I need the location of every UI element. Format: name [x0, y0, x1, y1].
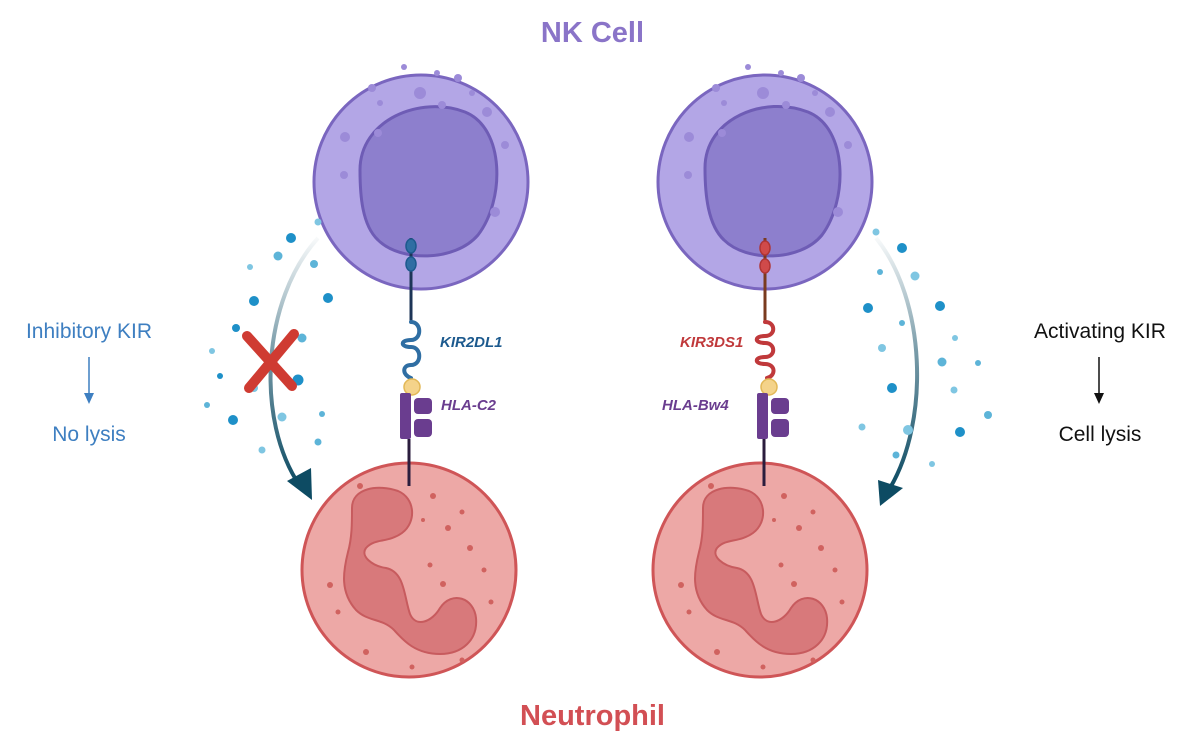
inhibitory-kir-label: Inhibitory KIR: [25, 320, 153, 343]
granule-dots-right: [858, 228, 992, 467]
neutrophil-title: Neutrophil: [520, 700, 665, 732]
neutrophil-granules-left: [327, 483, 494, 670]
right-panel: [651, 64, 1104, 679]
activating-down-arrow: [1094, 357, 1104, 404]
cell-lysis-label: Cell lysis: [1058, 423, 1142, 446]
neutrophil-granules-right: [678, 483, 845, 670]
left-panel: [84, 64, 530, 679]
neutrophil-nucleus-right: [694, 486, 829, 656]
nk-cell-right: [656, 64, 874, 291]
kir2dl1-receptor: [400, 238, 422, 380]
nk-granules-right: [684, 64, 852, 217]
hla-c2-ligand: [400, 378, 432, 486]
secretion-arrow-right: [874, 236, 920, 506]
hla-c2-label: HLA-C2: [441, 397, 496, 414]
nk-nucleus-left: [358, 105, 499, 258]
nk-nucleus-right: [703, 104, 842, 258]
nk-granules-left: [340, 64, 509, 217]
kir3ds1-receptor: [754, 238, 776, 380]
neutrophil-nucleus-left: [343, 486, 478, 656]
no-lysis-label: No lysis: [52, 423, 126, 446]
hla-bw4-ligand: [757, 378, 789, 486]
granule-dots-left: [204, 218, 333, 454]
nk-cell-title: NK Cell: [540, 17, 645, 49]
activating-kir-label: Activating KIR: [1034, 320, 1166, 343]
hla-bw4-label: HLA-Bw4: [662, 397, 729, 414]
kir3ds1-label: KIR3DS1: [680, 334, 744, 351]
neutrophil-right: [651, 461, 869, 679]
inhibitory-down-arrow: [84, 357, 94, 404]
nk-cell-left: [312, 64, 530, 291]
block-x-icon: [242, 329, 299, 393]
neutrophil-left: [300, 461, 518, 679]
kir2dl1-label: KIR2DL1: [440, 334, 503, 351]
